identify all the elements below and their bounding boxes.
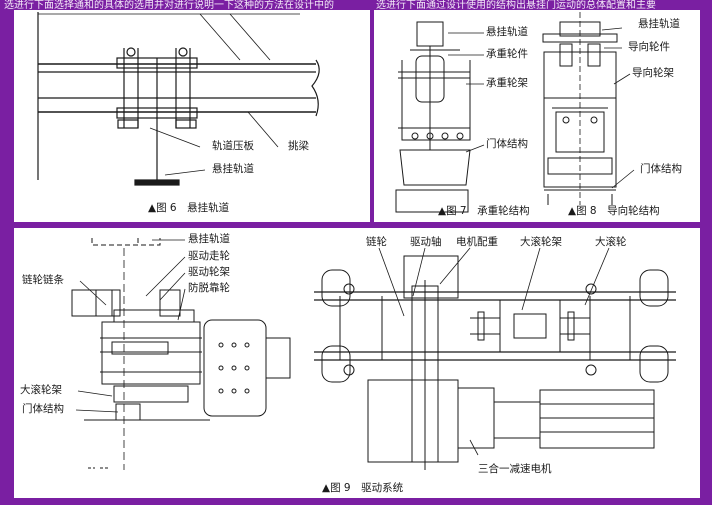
- fig7-caption: ▲图 7 承重轮结构: [438, 204, 530, 217]
- fig9-left-drawing: [71, 238, 291, 470]
- fig7-label-rail: 悬挂轨道: [486, 25, 528, 38]
- fig8-label-rail: 悬挂轨道: [638, 17, 680, 30]
- fig8-label-door: 门体结构: [640, 162, 682, 175]
- fig9-panel: [14, 228, 700, 498]
- fig9-label-big-wheel: 大滚轮: [595, 235, 627, 248]
- fig9-label-drive-wheel: 驱动走轮: [188, 249, 230, 262]
- fig7-label-door: 门体结构: [486, 137, 528, 150]
- fig8-drawing: [542, 12, 635, 205]
- fig9-label-big-frame-left: 大滚轮架: [20, 383, 62, 396]
- fig6-label-rail: 悬挂轨道: [212, 162, 254, 175]
- fig6-label-clamp: 轨道压板: [212, 139, 254, 152]
- fig6-panel: [14, 10, 370, 222]
- fig6-drawing: [37, 12, 320, 186]
- fig9-caption: ▲图 9 驱动系统: [322, 481, 404, 494]
- fig9-label-big-frame: 大滚轮架: [520, 235, 562, 248]
- fig9-label-door: 门体结构: [22, 402, 64, 415]
- fig8-caption: ▲图 8 导向轮结构: [568, 204, 660, 217]
- fig9-label-motor: 三合一减速电机: [478, 462, 552, 475]
- fig9-label-counterweight: 电机配重: [456, 235, 498, 248]
- fig7-label-frame: 承重轮架: [486, 76, 528, 89]
- header-text-left: 选进行下面选择通和的具体的选用并对进行说明一下这种的方法在设计中的: [4, 0, 334, 11]
- fig9-label-drive-frame: 驱动轮架: [188, 265, 230, 278]
- fig9-label-rail: 悬挂轨道: [188, 232, 230, 245]
- fig7-drawing: [395, 21, 485, 213]
- fig9-label-sprocket: 链轮: [366, 235, 387, 248]
- fig9-label-shaft: 驱动轴: [410, 235, 442, 248]
- fig6-caption: ▲图 6 悬挂轨道: [148, 201, 230, 214]
- fig8-label-frame: 导向轮架: [632, 66, 674, 79]
- fig9-label-chain: 链轮链条: [22, 273, 64, 286]
- fig9-right-drawing: [314, 247, 676, 470]
- fig9-label-anti-derail: 防脱靠轮: [188, 281, 230, 294]
- fig8-label-wheel: 导向轮件: [628, 40, 670, 53]
- header-text-right: 选进行下面通过设计使用的结构出悬挂门运动的总体配置和主要: [376, 0, 656, 11]
- fig7-fig8-panel: [374, 10, 700, 222]
- fig6-label-beam: 挑梁: [288, 139, 309, 152]
- fig7-label-wheel: 承重轮件: [486, 47, 528, 60]
